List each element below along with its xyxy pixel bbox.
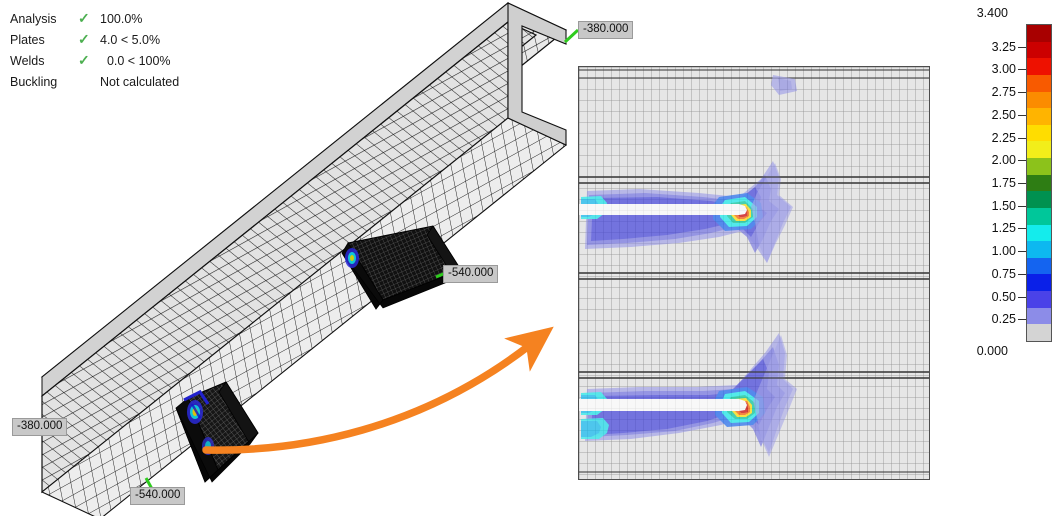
annotation-tag-plate-lower[interactable]: -540.000 xyxy=(130,487,186,505)
status-row-plates: Plates ✓ 4.0 < 5.0% xyxy=(10,29,225,50)
legend-band-14 xyxy=(1027,257,1051,275)
legend-tick-3 xyxy=(1018,114,1026,116)
legend-band-16 xyxy=(1027,291,1051,308)
annotation-tag-plate-upper[interactable]: -540.000 xyxy=(443,265,499,283)
legend-color-bar xyxy=(1026,24,1052,342)
stress-color-legend: 3.400 0.000 3.25 3.00 2.75 2.50 2.25 2.00 1.75… xyxy=(976,6,1056,358)
legend-band-1 xyxy=(1027,41,1051,59)
detail-callout-arrow xyxy=(202,326,554,454)
legend-band-11 xyxy=(1027,207,1051,225)
legend-band-8 xyxy=(1027,158,1051,175)
status-row-buckling: Buckling Not calculated xyxy=(10,71,225,92)
legend-tick-9 xyxy=(1018,251,1026,253)
legend-tick-label-7: 1.50 xyxy=(991,198,1016,213)
support-marker-blue xyxy=(183,389,210,405)
legend-tick-label-3: 2.50 xyxy=(991,107,1016,122)
legend-tick-8 xyxy=(1018,228,1026,230)
stress-spot-upper-plate xyxy=(345,248,359,268)
status-label-analysis: Analysis xyxy=(10,11,57,26)
legend-band-6 xyxy=(1027,124,1051,142)
check-icon-analysis: ✓ xyxy=(78,10,90,26)
beam-end-cross-section xyxy=(507,2,567,146)
analysis-status-panel: Analysis ✓ 100.0% Plates ✓ 4.0 < 5.0% We… xyxy=(10,8,225,92)
status-value-welds: 0.0 < 100% xyxy=(100,53,171,68)
model-3d-viewport[interactable] xyxy=(0,0,580,516)
legend-band-12 xyxy=(1027,224,1051,242)
legend-tick-label-2: 2.75 xyxy=(991,85,1016,100)
status-label-plates: Plates xyxy=(10,32,45,47)
legend-tick-11 xyxy=(1018,296,1026,298)
status-value-plates: 4.0 < 5.0% xyxy=(100,32,161,47)
legend-tick-group: 3.25 3.00 2.75 2.50 2.25 2.00 1.75 1.50 1.25 1.00… xyxy=(978,24,1026,342)
legend-band-10 xyxy=(1027,191,1051,208)
legend-band-15 xyxy=(1027,274,1051,291)
legend-tick-label-0: 3.25 xyxy=(991,39,1016,54)
legend-min-label: 0.000 xyxy=(976,344,1008,358)
legend-band-17 xyxy=(1027,307,1051,325)
status-row-welds: Welds ✓ 0.0 < 100% xyxy=(10,50,225,71)
legend-tick-label-1: 3.00 xyxy=(991,62,1016,77)
legend-tick-label-9: 1.00 xyxy=(991,244,1016,259)
legend-band-9 xyxy=(1027,174,1051,192)
legend-band-2 xyxy=(1027,58,1051,75)
legend-band-13 xyxy=(1027,241,1051,258)
status-label-welds: Welds xyxy=(10,53,45,68)
beam-web xyxy=(40,20,538,494)
legend-tick-label-8: 1.25 xyxy=(991,221,1016,236)
legend-tick-label-4: 2.25 xyxy=(991,130,1016,145)
legend-band-3 xyxy=(1027,74,1051,92)
legend-tick-label-6: 1.75 xyxy=(991,176,1016,190)
legend-tick-10 xyxy=(1018,273,1026,275)
legend-tick-0 xyxy=(1018,46,1026,48)
legend-tick-label-5: 2.00 xyxy=(991,153,1016,168)
check-icon-welds: ✓ xyxy=(78,52,90,68)
legend-tick-2 xyxy=(1018,92,1026,94)
legend-tick-7 xyxy=(1018,205,1026,207)
legend-tick-5 xyxy=(1018,160,1026,162)
check-icon-plates: ✓ xyxy=(78,31,90,47)
status-value-buckling: Not calculated xyxy=(100,74,180,89)
legend-band-4 xyxy=(1027,91,1051,109)
legend-tick-6 xyxy=(1018,183,1026,184)
model-3d-svg xyxy=(20,1,580,516)
annotation-tag-beam-end-left[interactable]: -380.000 xyxy=(12,418,68,436)
annotation-tag-beam-end-top[interactable]: -380.000 xyxy=(578,21,634,39)
detail-contour-view[interactable] xyxy=(578,66,930,480)
detail-mesh-seams-overlay xyxy=(579,176,929,379)
status-row-analysis: Analysis ✓ 100.0% xyxy=(10,8,225,29)
legend-max-label: 3.400 xyxy=(976,6,1008,20)
status-label-buckling: Buckling xyxy=(10,74,58,89)
stress-spot-lower-plate xyxy=(187,400,203,424)
status-value-analysis: 100.0% xyxy=(100,11,143,26)
legend-tick-4 xyxy=(1018,137,1026,139)
legend-tick-label-11: 0.50 xyxy=(991,289,1016,304)
legend-tick-12 xyxy=(1018,319,1026,321)
detail-contour-svg xyxy=(579,67,929,479)
legend-tick-1 xyxy=(1018,69,1026,71)
legend-tick-label-12: 0.25 xyxy=(991,312,1016,327)
legend-band-5 xyxy=(1027,108,1051,125)
legend-band-0 xyxy=(1027,25,1051,42)
legend-band-7 xyxy=(1027,141,1051,158)
legend-tick-label-10: 0.75 xyxy=(991,266,1016,281)
legend-band-18 xyxy=(1027,324,1051,341)
position-marker-green-top xyxy=(563,28,580,44)
